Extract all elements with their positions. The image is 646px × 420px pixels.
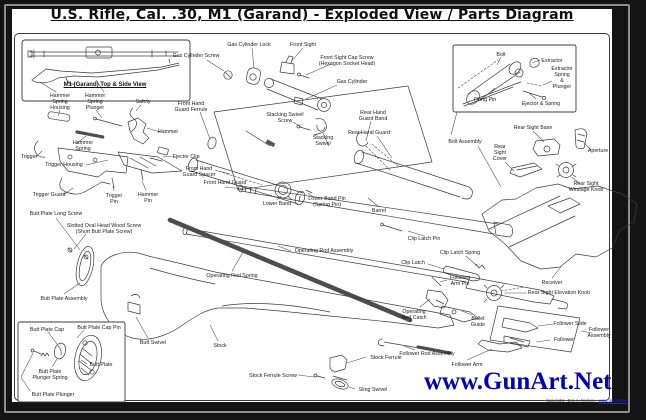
inset-buttplate-box bbox=[17, 321, 126, 403]
part-label: Butt Plate Plunger Spring bbox=[32, 369, 68, 382]
hand-guard-art bbox=[187, 130, 473, 206]
part-label: Butt Plate Cap Pin bbox=[77, 325, 121, 331]
leader-lines bbox=[20, 47, 593, 392]
part-label: Sling Swivel bbox=[358, 387, 388, 393]
part-label: Front Sight bbox=[290, 42, 316, 48]
part-label: Operating Rod Assembly bbox=[294, 248, 354, 254]
buttplate-art bbox=[30, 334, 102, 382]
rear-sight-art bbox=[509, 128, 588, 178]
part-label: Bolt bbox=[496, 52, 506, 58]
part-label: Butt Plate Long Screw bbox=[29, 211, 83, 217]
part-label: Receiver bbox=[541, 280, 563, 286]
part-label: Butt Plate bbox=[89, 362, 113, 368]
copyright-prefix: Copyright - Eric A. Nielsen - bbox=[546, 398, 599, 403]
part-label: Trigger bbox=[20, 154, 38, 160]
part-label: Hammer bbox=[157, 129, 179, 135]
part-label: Butt Plate Assembly bbox=[40, 296, 88, 302]
part-label: Butt Swivel bbox=[139, 340, 167, 346]
part-label: Rear Sight Base bbox=[513, 125, 553, 131]
part-label: Bullet Guide bbox=[470, 316, 486, 329]
part-label: Follower bbox=[553, 337, 575, 343]
part-label: Operating Rod Spring bbox=[206, 273, 258, 279]
part-label: Bolt Assembly bbox=[448, 139, 482, 145]
part-label: Butt Plate Cap bbox=[29, 327, 65, 333]
inset-overview-box bbox=[21, 39, 191, 102]
part-label: Follower Arm bbox=[451, 362, 483, 368]
part-label: Extractor bbox=[541, 58, 563, 64]
watermark-link[interactable]: www.GunArt.Net bbox=[424, 368, 612, 395]
page-title: U.S. Rifle, Cal. .30, M1 (Garand) - Expl… bbox=[50, 7, 574, 23]
part-label: Slotted Oval Head Wood Screw (Short Butt… bbox=[66, 223, 142, 236]
part-label: Rear Hand Guard bbox=[348, 130, 390, 136]
part-label: Gas Cylinder bbox=[336, 79, 368, 85]
inset-bolt-box bbox=[452, 44, 577, 113]
part-label: Hammer Spring bbox=[72, 140, 94, 153]
frame-bevel bbox=[4, 4, 630, 413]
part-label: Front Sight Cap Screw (Hexagon Socket He… bbox=[318, 55, 376, 68]
operating-rod-art bbox=[167, 217, 568, 323]
part-label: Rear Sight Cover bbox=[492, 144, 508, 163]
stock-art bbox=[67, 246, 455, 390]
part-label: Clip Latch Spring bbox=[439, 250, 481, 256]
part-label: Ejector & Spring bbox=[521, 101, 561, 107]
receiver-art bbox=[481, 183, 638, 303]
part-label: Stacking Swivel Screw bbox=[266, 112, 304, 125]
overview-caption: M1 (Garand) Top & Side View bbox=[63, 82, 147, 88]
trigger-group-art bbox=[34, 107, 183, 195]
part-label: Gas Cylinder Lock bbox=[227, 42, 271, 48]
part-label: Stock Ferrule bbox=[370, 355, 402, 361]
follower-parts-art bbox=[378, 222, 581, 355]
overview-rifle-art bbox=[27, 46, 180, 93]
part-label: Hammer Pin bbox=[137, 192, 159, 205]
part-label: Follower Arm Pin bbox=[449, 275, 471, 288]
part-label: Rear Hand Guard Band bbox=[358, 110, 388, 123]
part-label: Gas Cylinder Screw bbox=[172, 53, 220, 59]
part-label: Follower Slide bbox=[553, 321, 587, 327]
part-label: Lower Band bbox=[262, 201, 292, 207]
copyright-text: Copyright - Eric A. Nielsen - www.gunart… bbox=[546, 398, 627, 403]
gas-cylinder-art bbox=[223, 55, 331, 136]
part-label: Extractor Spring & Plunger bbox=[551, 66, 573, 91]
part-label: Trigger Pin bbox=[105, 193, 123, 206]
part-label: Clip Latch Pin bbox=[407, 236, 441, 242]
part-label: Safety bbox=[135, 99, 151, 105]
copyright-link[interactable]: www.gunart.net bbox=[598, 398, 628, 403]
part-label: Front Hand Guard bbox=[203, 180, 247, 186]
part-label: Front Hand Guard Ferrule bbox=[174, 101, 208, 114]
part-label: Ejector Clip bbox=[172, 154, 200, 160]
part-label: Clip Latch bbox=[401, 260, 425, 266]
part-label: Stock Ferrule Screw bbox=[249, 373, 297, 379]
part-label: Stacking Swivel bbox=[312, 135, 334, 148]
part-label: Rear Sight Windage Knob bbox=[568, 181, 604, 194]
part-label: Operating Rod Catch bbox=[401, 309, 427, 322]
content-border bbox=[14, 33, 610, 401]
part-label: Lower Band Pin (Spring Pin) bbox=[308, 196, 346, 209]
bolt-art bbox=[457, 57, 546, 107]
part-label: Hammer Spring Plunger bbox=[84, 93, 106, 112]
part-label: Firing Pin bbox=[473, 97, 497, 103]
part-label: Aperture bbox=[587, 148, 609, 154]
part-label: Butt Plate Plunger bbox=[31, 392, 75, 398]
part-label: Trigger Housing bbox=[45, 162, 83, 168]
part-label: Follower Rod Assembly bbox=[399, 351, 455, 357]
part-label: Stock bbox=[213, 343, 227, 349]
part-label: Front Hand Guard Spacer bbox=[182, 166, 216, 179]
barrel-art bbox=[238, 184, 514, 238]
part-label: Hammer Spring Housing bbox=[49, 93, 71, 112]
part-label: Follower Assembly bbox=[587, 327, 611, 340]
part-label: Trigger Guard bbox=[32, 192, 66, 198]
part-label: Barrel bbox=[371, 208, 387, 214]
part-label: Rear Sight Elevation Knob bbox=[527, 290, 591, 296]
backdrop-panel bbox=[213, 85, 433, 191]
